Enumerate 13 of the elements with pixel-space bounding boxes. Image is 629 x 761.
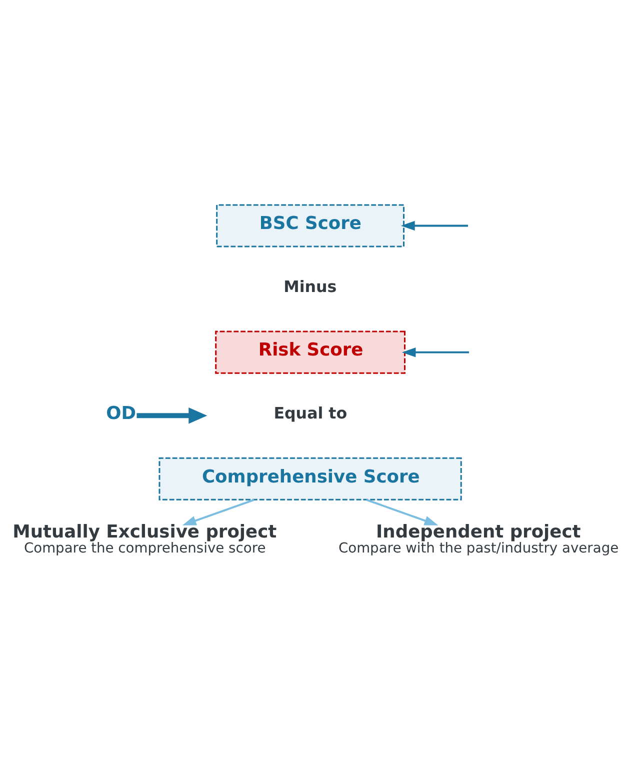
label: Minus	[284, 276, 337, 296]
node-box: BSC Score	[216, 204, 404, 248]
arrow	[400, 220, 468, 231]
node-text: Mutually Exclusive project Compare the comprehensive score	[12, 522, 277, 556]
label: Equal to	[274, 403, 348, 422]
node-text: Independent project Compare with the past/industry average	[338, 522, 619, 556]
node-box: Comprehensive Score	[158, 457, 462, 500]
arrow	[182, 498, 255, 526]
node-text: OD	[106, 402, 136, 424]
arrow	[402, 347, 470, 358]
arrow	[366, 498, 438, 526]
arrow	[136, 408, 208, 424]
node-box: Risk Score	[215, 330, 406, 374]
